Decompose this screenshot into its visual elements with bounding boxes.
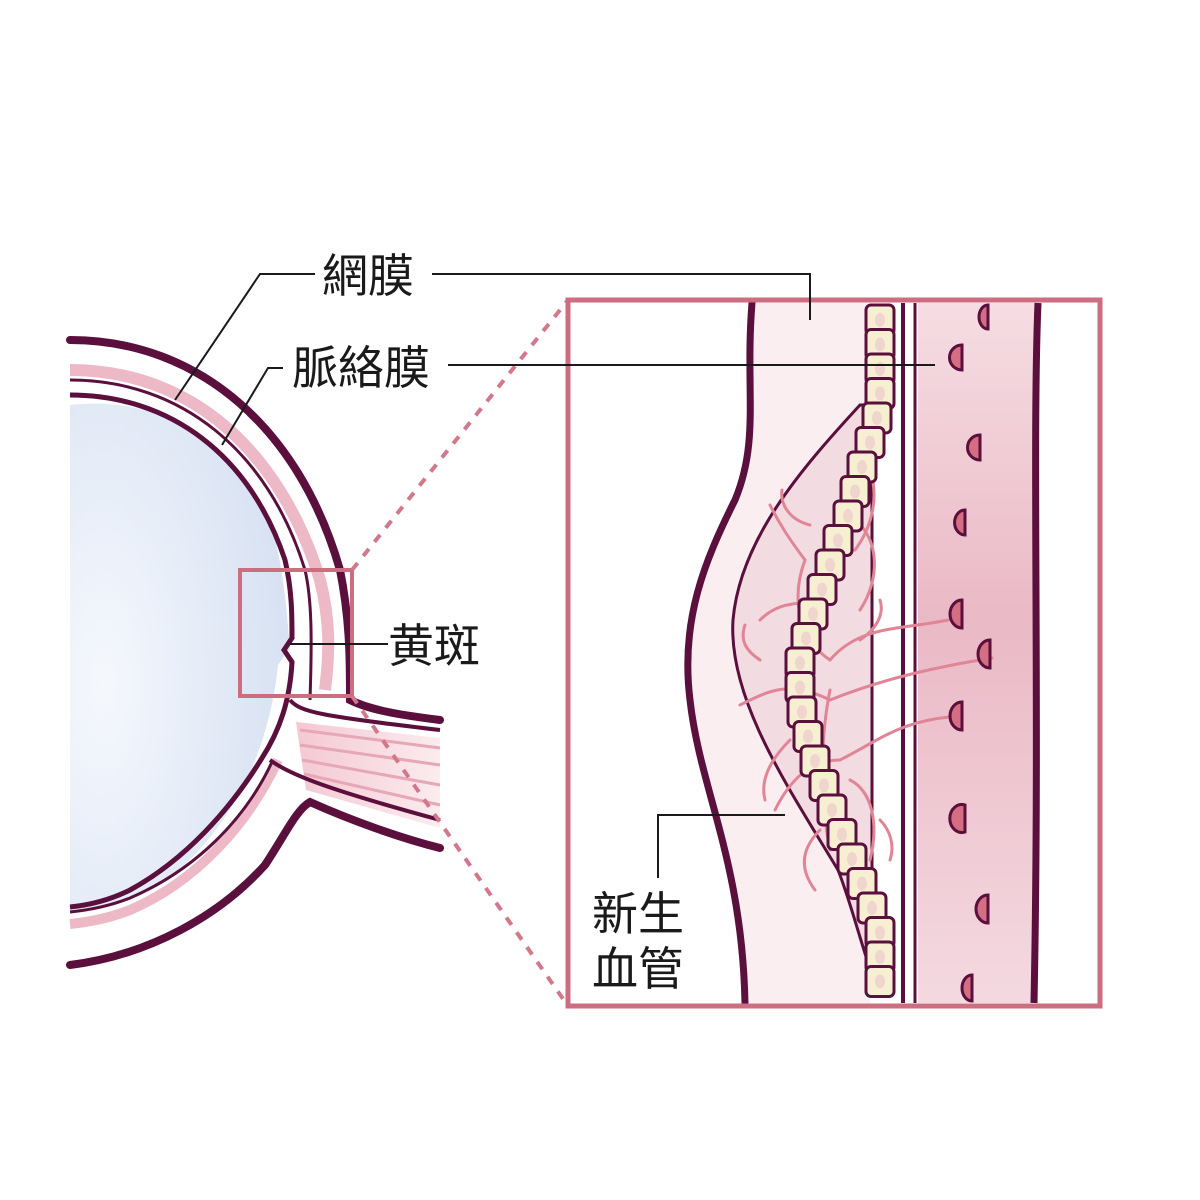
sclera-line <box>1030 302 1042 1004</box>
rpe-cell-nucleus <box>857 460 867 474</box>
rpe-cell-nucleus <box>865 435 875 450</box>
label-neovessel-line2: 血管 <box>592 942 684 996</box>
rpe-cell-nucleus <box>808 607 818 621</box>
vitreous-body <box>70 403 290 912</box>
rpe-cell-nucleus <box>795 656 805 670</box>
label-retina: 網膜 <box>322 249 414 303</box>
rpe-cell-nucleus <box>825 558 835 572</box>
zoom-connector-bottom <box>350 694 570 1008</box>
eyeball <box>66 336 444 969</box>
retina-inner-line <box>69 392 295 910</box>
rpe-cell-nucleus <box>850 484 860 499</box>
retina-outer-line <box>69 378 313 701</box>
choroid-band-lower <box>69 757 283 929</box>
rpe-cell-nucleus <box>817 582 827 597</box>
rpe-cell-nucleus <box>875 950 885 964</box>
rpe-cell-nucleus <box>875 925 885 940</box>
rpe-cell-nucleus <box>857 876 867 891</box>
zoom-panel <box>565 297 1103 1009</box>
zoom-panel-border <box>565 297 1103 1009</box>
neovessel-leader <box>657 814 785 878</box>
rpe-cell-nucleus <box>872 411 882 425</box>
rpe-cell-nucleus <box>810 754 820 768</box>
rpe-cell-nucleus <box>875 337 885 352</box>
choroid-band <box>69 364 335 691</box>
rpe-cell-nucleus <box>797 705 807 719</box>
leader-lines <box>174 273 935 878</box>
optic-nerve-top-line <box>288 698 441 732</box>
rpe-cell-nucleus <box>801 631 811 646</box>
rpe-cell-nucleus <box>847 852 857 866</box>
rpe-cell-nucleus <box>803 729 813 744</box>
rpe-cell-nucleus <box>795 680 805 695</box>
retina-leader-left <box>174 273 315 401</box>
rpe-cell-nucleus <box>867 901 877 915</box>
retina-leader-right <box>432 273 811 320</box>
choroid-vessels <box>948 303 992 1003</box>
retina-surface-line <box>684 299 756 1007</box>
optic-nerve-bottom-line <box>268 758 441 822</box>
sclera-outer-line-lower <box>66 797 444 969</box>
rpe-cell-nucleus <box>875 313 885 327</box>
choroid-leader-left <box>221 367 283 446</box>
rpe-cell-nucleus <box>819 778 829 793</box>
rpe-cell-nucleus <box>837 827 847 842</box>
rpe-cell-column <box>784 303 896 998</box>
rpe-cell-nucleus <box>875 974 885 989</box>
label-macula: 黄斑 <box>388 619 480 673</box>
rpe-cell-nucleus <box>875 386 885 401</box>
retina-outer-line-lower <box>69 761 274 914</box>
label-neovessel-line1: 新生 <box>592 887 684 941</box>
zoom-connector-top <box>350 298 570 572</box>
label-choroid: 脈絡膜 <box>292 341 430 395</box>
rpe-cell-nucleus <box>833 533 843 548</box>
rpe-cell-nucleus <box>843 509 853 523</box>
optic-nerve-fibers <box>299 728 441 807</box>
sclera-outer-line <box>66 336 444 724</box>
macula-highlight-box <box>238 568 354 698</box>
rpe-cell-nucleus <box>827 803 837 817</box>
